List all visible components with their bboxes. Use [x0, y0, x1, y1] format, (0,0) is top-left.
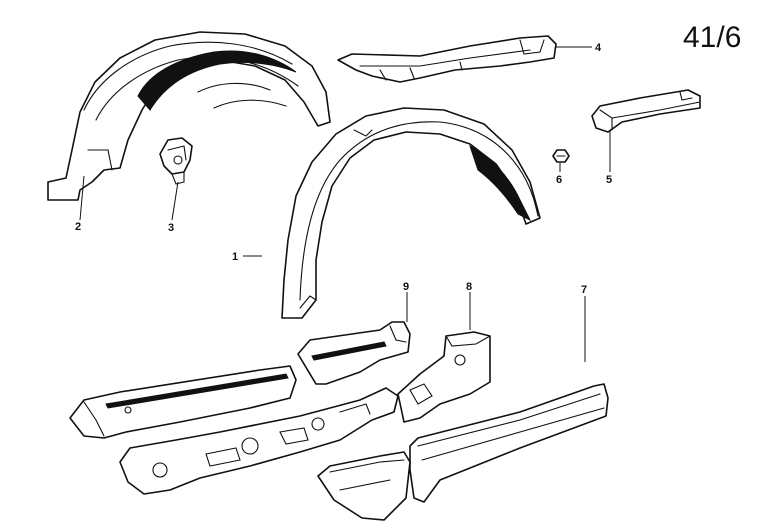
- part-4-upper-rail: [337, 35, 557, 83]
- page-number: 41/6: [683, 21, 741, 54]
- leader-3: [171, 181, 179, 221]
- callout-8: 8: [466, 281, 472, 293]
- callout-3: 3: [168, 222, 174, 234]
- part-8-bracket-panel: [397, 331, 491, 423]
- leader-lines: [79, 46, 611, 362]
- callout-1: 1: [232, 251, 238, 263]
- part-6-clip-nut: [552, 149, 570, 163]
- callouts: 1 2 3 4 5 6 7 8 9: [75, 42, 612, 296]
- callout-2: 2: [75, 221, 81, 233]
- part-7-rocker-panel: [317, 383, 609, 521]
- part-9-sill-strip: [297, 321, 411, 385]
- sill-floor-member: [119, 387, 399, 495]
- part-1-wheel-arch-outer: [281, 107, 541, 319]
- sill-panel-long: [69, 365, 297, 439]
- callout-7: 7: [581, 284, 587, 296]
- part-3-bracket: [159, 137, 193, 185]
- callout-9: 9: [403, 281, 409, 293]
- callout-4: 4: [595, 42, 602, 54]
- callout-6: 6: [556, 174, 562, 186]
- part-5-box-section: [591, 89, 701, 133]
- leader-2: [79, 175, 85, 221]
- part-2-wheel-arch-inner: [47, 31, 331, 201]
- callout-5: 5: [606, 174, 612, 186]
